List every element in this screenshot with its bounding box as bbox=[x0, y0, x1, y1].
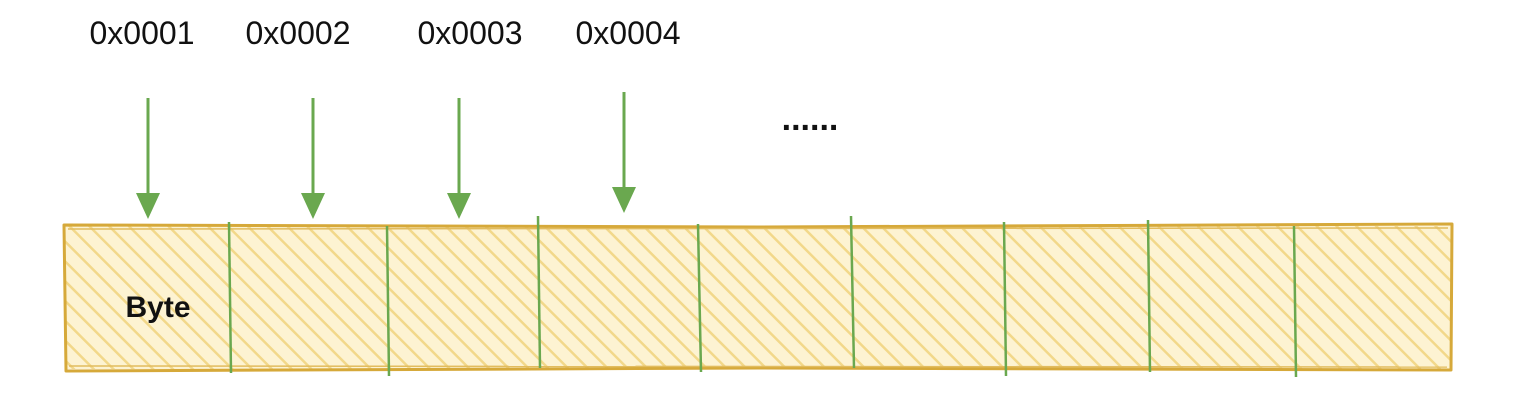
cell-divider bbox=[1002, 221, 1008, 377]
cell-divider bbox=[385, 225, 391, 377]
memory-strip-border bbox=[62, 222, 1454, 373]
byte-label: Byte bbox=[125, 291, 190, 324]
address-arrows bbox=[136, 92, 636, 219]
address-label-4: 0x0004 bbox=[576, 15, 681, 51]
arrow-1 bbox=[136, 98, 160, 219]
memory-strip bbox=[62, 222, 1454, 373]
cell-divider bbox=[849, 215, 856, 369]
cell-divider bbox=[1292, 225, 1298, 378]
cell-divider bbox=[696, 223, 703, 373]
arrow-2 bbox=[301, 98, 325, 219]
address-labels: 0x0001 0x0002 0x0003 0x0004 bbox=[90, 15, 681, 51]
arrow-4 bbox=[612, 92, 636, 213]
ellipsis-text: ...... bbox=[782, 100, 839, 138]
cell-divider bbox=[536, 215, 542, 369]
address-label-3: 0x0003 bbox=[418, 15, 523, 51]
address-label-2: 0x0002 bbox=[246, 15, 351, 51]
cell-dividers bbox=[227, 215, 1298, 378]
address-label-1: 0x0001 bbox=[90, 15, 195, 51]
memory-strip-body bbox=[65, 226, 1451, 369]
cell-divider bbox=[227, 221, 233, 374]
cell-divider bbox=[1146, 219, 1152, 373]
arrow-3 bbox=[447, 98, 471, 219]
